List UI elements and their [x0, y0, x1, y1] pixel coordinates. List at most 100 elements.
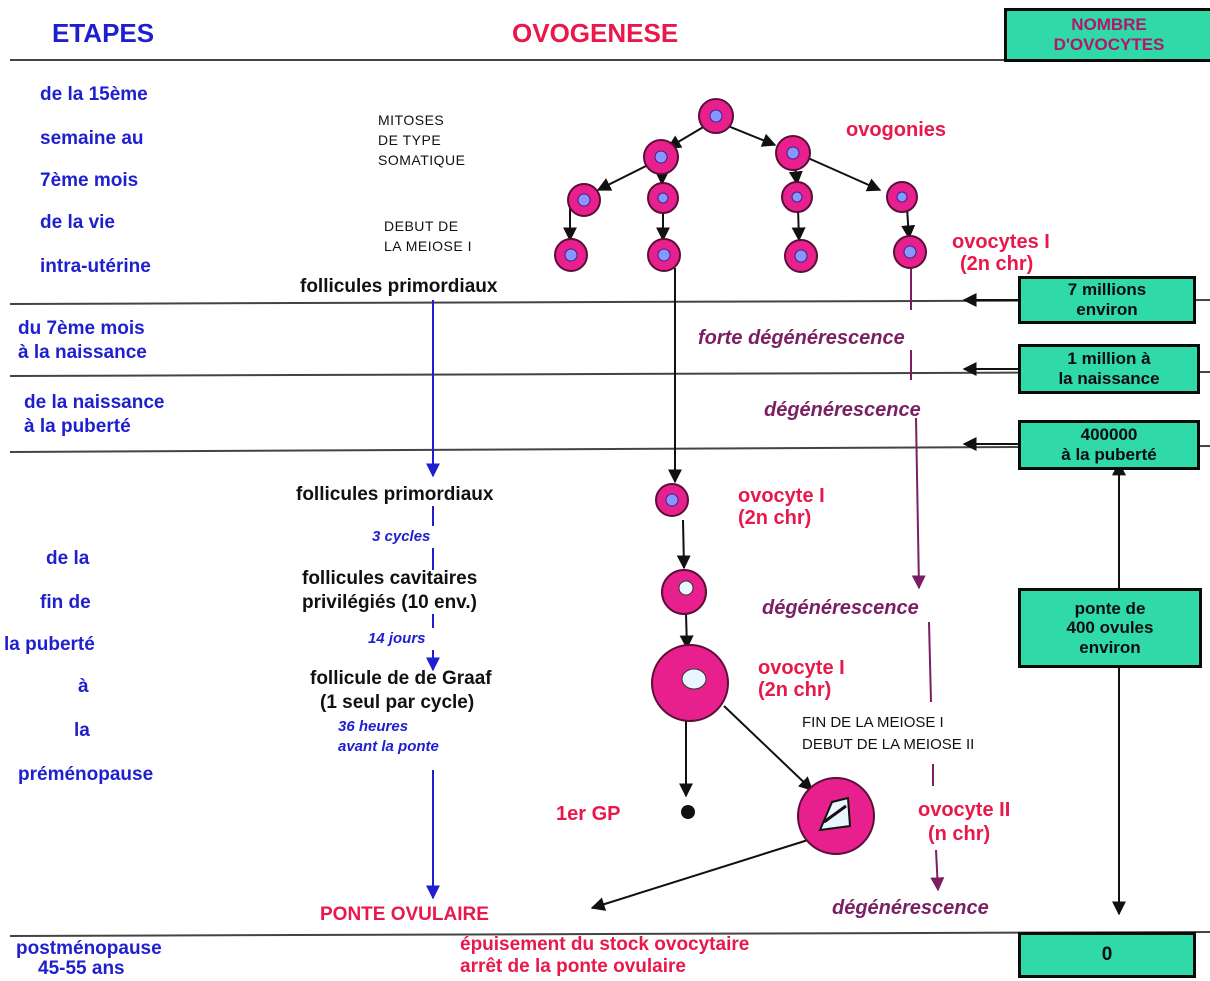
- ovocytes-label: ovocytes I: [952, 231, 1050, 253]
- depletion-label: arrêt de la ponte ovulaire: [460, 956, 686, 977]
- nucleus-icon: [709, 109, 723, 123]
- polar-body-label: 1er GP: [556, 803, 621, 825]
- ovogonies-label: ovogonies: [846, 119, 947, 141]
- oocyte2-label: (n chr): [928, 823, 991, 845]
- count-text: 400000: [1080, 425, 1138, 445]
- nucleus-icon: [564, 248, 578, 262]
- count-box: 7 millions environ: [1018, 276, 1196, 324]
- count-box: 0: [1018, 932, 1196, 978]
- mitoses-label: DE TYPE: [378, 132, 442, 148]
- count-box: ponte de 400 ovules environ: [1018, 588, 1202, 668]
- follicles-label: follicules primordiaux: [300, 276, 498, 297]
- duration-label: 3 cycles: [372, 528, 431, 545]
- nucleus-icon: [786, 146, 800, 160]
- ponte-arrow: [590, 839, 809, 911]
- stage-text: préménopause: [18, 764, 154, 785]
- stage-text: postménopause: [16, 938, 162, 959]
- count-box: 1 million à la naissance: [1018, 344, 1200, 394]
- count-text: environ: [1076, 300, 1138, 319]
- stage-text: du 7ème mois: [18, 318, 145, 339]
- stage-text: la puberté: [4, 634, 95, 655]
- nucleus-icon: [657, 248, 671, 262]
- stage-text: de la 15ème: [40, 84, 148, 105]
- count-text: la naissance: [1058, 369, 1160, 388]
- ponte-label: PONTE OVULAIRE: [320, 904, 489, 925]
- degeneration-label: dégénérescence: [764, 399, 921, 421]
- count-text: 0: [1101, 944, 1113, 966]
- degeneration-label: dégénérescence: [762, 597, 919, 619]
- count-title-line: D'OVOCYTES: [1053, 34, 1165, 54]
- oocyte-label: ovocyte I: [738, 485, 825, 507]
- count-text: ponte de: [1074, 598, 1146, 618]
- count-title-box: NOMBRE D'OVOCYTES: [1004, 8, 1210, 62]
- degeneration-label: forte dégénérescence: [698, 327, 905, 349]
- oocyte-label: (2n chr): [738, 507, 812, 529]
- stage-text: à la naissance: [18, 342, 147, 363]
- mitosis-arrows: [563, 125, 916, 242]
- count-text: 400 ovules: [1066, 618, 1154, 638]
- count-box: 400000 à la puberté: [1018, 420, 1200, 470]
- oogonium-cells: [567, 98, 918, 217]
- nucleus-icon: [903, 245, 917, 259]
- ovocytes-label: (2n chr): [960, 253, 1034, 275]
- divider-line: [9, 445, 1210, 453]
- stage-text: fin de: [40, 592, 91, 613]
- degeneration-label: dégénérescence: [832, 897, 989, 919]
- stage-text: 7ème mois: [40, 170, 139, 191]
- oocyte2-label: ovocyte II: [918, 799, 1011, 821]
- divider-line: [9, 371, 1210, 377]
- oocyte-arrow: [679, 613, 694, 650]
- follicle-graaf-label: (1 seul par cycle): [320, 692, 475, 713]
- oocyte-label: (2n chr): [758, 679, 832, 701]
- nucleus-icon: [665, 493, 679, 507]
- meiosis-label: DEBUT DE LA MEIOSE II: [802, 736, 975, 753]
- depletion-label: épuisement du stock ovocytaire: [460, 934, 750, 955]
- stage-text: la: [74, 720, 90, 741]
- stage-text: à: [78, 676, 89, 697]
- duration-label: 36 heures: [338, 718, 409, 735]
- count-text: à la puberté: [1061, 445, 1157, 464]
- divider-line: [9, 931, 1210, 937]
- duration-label: 14 jours: [368, 630, 426, 647]
- meiosis-label: FIN DE LA MEIOSE I: [802, 714, 944, 731]
- degeneration-line: [928, 621, 932, 703]
- oocyte-arrow: [676, 519, 691, 570]
- nucleus-icon: [577, 193, 591, 207]
- nucleus-icon: [681, 668, 707, 690]
- stage-text: de la naissance: [24, 392, 165, 413]
- nucleus-icon: [896, 191, 908, 203]
- nucleus-icon: [794, 249, 808, 263]
- polar-body-icon: [681, 805, 695, 819]
- count-text: 1 million à: [1067, 349, 1151, 369]
- oocyte-cells: [554, 235, 927, 855]
- duration-label: avant la ponte: [338, 738, 439, 755]
- follicles-label: follicules cavitaires: [302, 568, 478, 589]
- main-title: OVOGENESE: [512, 18, 679, 48]
- count-text: 7 millions: [1067, 280, 1147, 300]
- follicles-label: privilégiés (10 env.): [302, 592, 477, 613]
- meiosis-start-label: LA MEIOSE I: [384, 238, 472, 254]
- follicles-label: follicules primordiaux: [296, 484, 494, 505]
- stage-text: à la puberté: [24, 416, 131, 437]
- mitoses-label: MITOSES: [378, 112, 445, 128]
- nucleus-icon: [657, 192, 669, 204]
- nucleus-icon: [678, 580, 694, 596]
- count-title-line: NOMBRE: [1071, 15, 1147, 34]
- stage-text: de la: [46, 548, 90, 569]
- nucleus-icon: [654, 150, 668, 164]
- nucleus-icon: [791, 191, 803, 203]
- stage-text: intra-utérine: [40, 256, 151, 277]
- follicle-graaf-label: follicule de de Graaf: [310, 668, 492, 689]
- count-text: environ: [1079, 637, 1141, 657]
- oocyte-label: ovocyte I: [758, 657, 845, 679]
- stage-text: 45-55 ans: [38, 958, 125, 979]
- degeneration-line: [930, 849, 945, 892]
- mitoses-label: SOMATIQUE: [378, 152, 466, 168]
- stage-text: de la vie: [40, 212, 115, 233]
- stages-title: ETAPES: [52, 18, 155, 48]
- degeneration-line: [911, 417, 926, 590]
- stage-text: semaine au: [40, 128, 144, 149]
- meiosis-arrow: [723, 705, 814, 791]
